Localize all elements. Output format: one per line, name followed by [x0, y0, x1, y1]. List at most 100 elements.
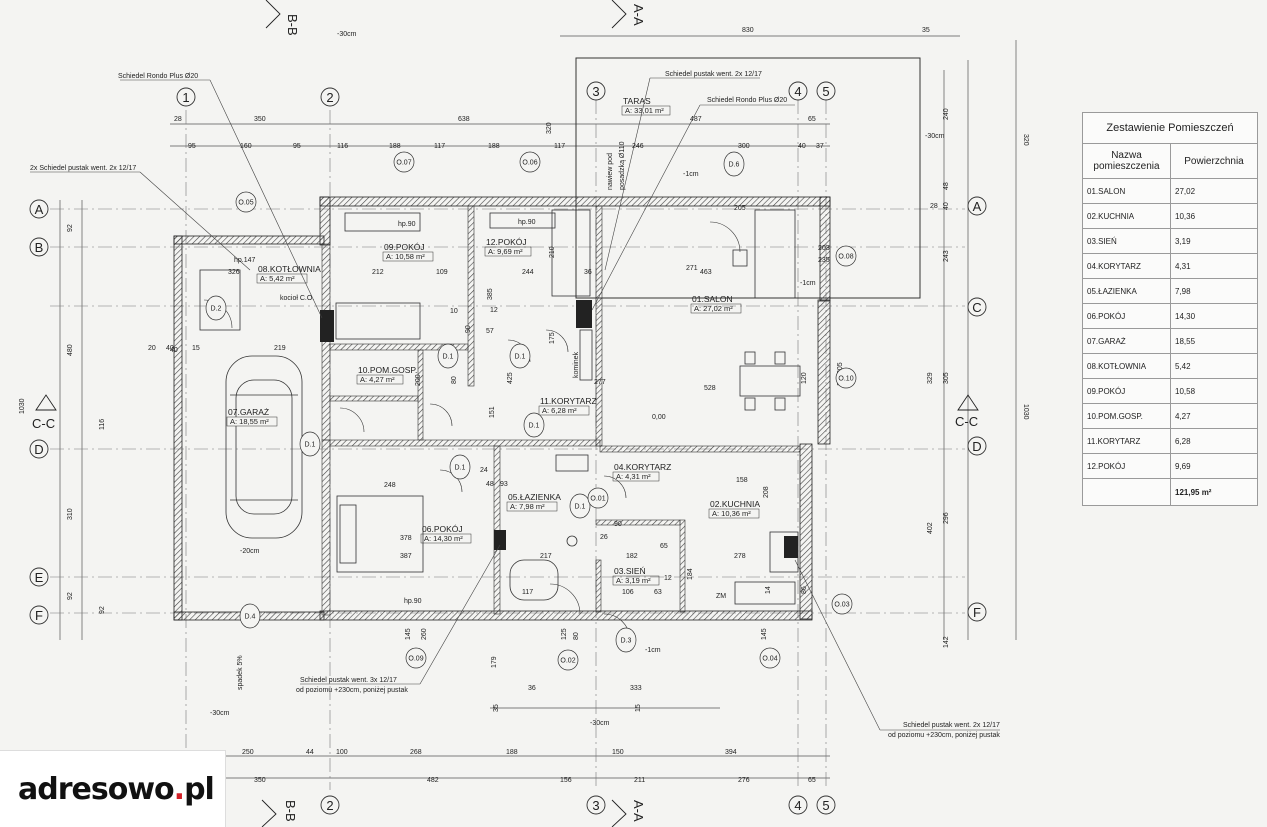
room-area-taras: A: 33,01 m² — [625, 106, 664, 115]
inner-dimension: 158 — [736, 477, 748, 484]
note-kociol: kocioł C.O. — [280, 295, 314, 302]
dim-top: 160 — [240, 143, 252, 150]
dim-right: 240 — [943, 108, 950, 120]
room-schedule-table: Zestawienie Pomieszczeń Nazwa pomieszcze… — [1082, 112, 1258, 506]
room-area-kuchnia: A: 10,36 m² — [712, 509, 751, 518]
dim-bottom: 44 — [306, 749, 314, 756]
inner-dimension: 120 — [801, 372, 808, 384]
level-1-bottom: -1cm — [645, 647, 661, 654]
chimney-vent-icon — [494, 530, 506, 550]
dim-top: 300 — [738, 143, 750, 150]
level-30-bottom: -30cm — [590, 720, 610, 727]
axis-A-left: A — [35, 202, 44, 217]
axis-3-top: 3 — [592, 84, 599, 99]
window-tag: O.01 — [590, 496, 605, 503]
door-tag-marker — [569, 493, 591, 519]
window-tag-marker — [587, 487, 609, 509]
leader-lines — [30, 77, 1000, 731]
dining-table — [739, 365, 801, 397]
inner-dimension: 208 — [763, 486, 770, 498]
inner-dimension: 219 — [274, 345, 286, 352]
level-0: 0,00 — [652, 414, 666, 421]
section-a-bottom: A-A — [631, 800, 646, 822]
dim-right: 28 — [930, 203, 938, 210]
room-name-garaz: 07.GARAŻ — [228, 407, 269, 417]
window-tag-marker — [831, 593, 853, 615]
logo-dot: . — [173, 771, 185, 807]
door-tag-marker — [239, 603, 261, 629]
inner-dimension: 48 — [486, 481, 494, 488]
section-a-top: A-A — [631, 4, 646, 26]
inner-dimension: 326 — [228, 269, 240, 276]
axis-D-left: D — [34, 442, 43, 457]
room-area-garaz: A: 18,55 m² — [230, 417, 269, 426]
inner-dimension: 26 — [600, 534, 608, 541]
room-area-lazienka: A: 7,98 m² — [510, 502, 545, 511]
dim-right: 40 — [943, 202, 950, 210]
dim-bottom: 65 — [808, 777, 816, 784]
table-total-spacer — [1082, 478, 1171, 506]
dim-top: 37 — [816, 143, 824, 150]
dim-top: 95 — [188, 143, 196, 150]
dim-bottom: 179 — [491, 656, 498, 668]
room-name-salon: 01.SALON — [692, 294, 733, 304]
window-tag-marker — [405, 647, 427, 669]
dim-bottom: 250 — [242, 749, 254, 756]
car-icon — [225, 355, 303, 539]
table-cell-area: 3,19 — [1170, 228, 1258, 254]
note-zm: ZM — [716, 593, 726, 600]
logo-main: adresowo — [18, 771, 175, 807]
room-area-pokoj-12: A: 9,69 m² — [488, 247, 523, 256]
room-area-pokoj-06: A: 14,30 m² — [424, 534, 463, 543]
level-30-right: -30cm — [925, 133, 945, 140]
table-total: 121,95 m² — [1170, 478, 1258, 506]
axis-B-left: B — [35, 240, 44, 255]
door-tag: D.1 — [515, 354, 526, 361]
note-hp90-c: hp.90 — [404, 598, 422, 605]
dim-bottom: 15 — [635, 704, 642, 712]
window-tag-marker — [557, 649, 579, 671]
inner-dimension: 217 — [540, 553, 552, 560]
door-tag: D.6 — [729, 162, 740, 169]
section-b-top: B-B — [285, 14, 300, 36]
table-cell-name: 02.KUCHNIA — [1082, 203, 1171, 229]
note-hp90-b: hp.90 — [518, 219, 536, 226]
dim-bottom: 145 — [761, 628, 768, 640]
dim-bottom: 156 — [560, 777, 572, 784]
chimney-kominek-icon — [576, 300, 592, 328]
note-pustak-right-2: od poziomu +230cm, poniżej pustak — [888, 732, 1000, 739]
table-cell-name: 07.GARAŻ — [1082, 328, 1171, 354]
note-nawiew: nawiew pod — [607, 153, 614, 190]
table-cell-name: 05.ŁAZIENKA — [1082, 278, 1171, 304]
door-tag-marker — [523, 412, 545, 438]
note-pustak-taras: Schiedel pustak went. 2x 12/17 — [665, 71, 762, 78]
dim-left: 116 — [99, 419, 106, 430]
dim-left: 92 — [67, 592, 74, 600]
dim-top: 117 — [434, 143, 445, 150]
chimneys — [320, 300, 798, 558]
note-pustak-bottom-1: Schiedel pustak went. 3x 12/17 — [300, 677, 397, 684]
inner-dimension: 385 — [487, 288, 494, 300]
axis-E-left: E — [35, 570, 44, 585]
dim-top: 40 — [798, 143, 806, 150]
dim-top: 246 — [632, 143, 644, 150]
door-tag-marker — [509, 343, 531, 369]
section-b-bottom: B-B — [283, 800, 298, 822]
room-area-kotlownia: A: 5,42 m² — [260, 274, 295, 283]
dim-bottom: 333 — [630, 685, 642, 692]
inner-dimension: 248 — [384, 482, 396, 489]
adresowo-logo[interactable]: adresowo.pl — [0, 750, 226, 827]
window-tag: O.02 — [560, 658, 575, 665]
dim-bottom: 268 — [410, 749, 422, 756]
table-title: Zestawienie Pomieszczeń — [1082, 112, 1258, 144]
room-name-pokoj-09: 09.POKÓJ — [384, 242, 425, 252]
inner-dimension: 175 — [549, 332, 556, 344]
dim-bottom: 260 — [421, 628, 428, 640]
level-30-top: -30cm — [337, 31, 357, 38]
inner-dimension: 305 — [837, 362, 844, 374]
door-tag: D.1 — [443, 354, 454, 361]
